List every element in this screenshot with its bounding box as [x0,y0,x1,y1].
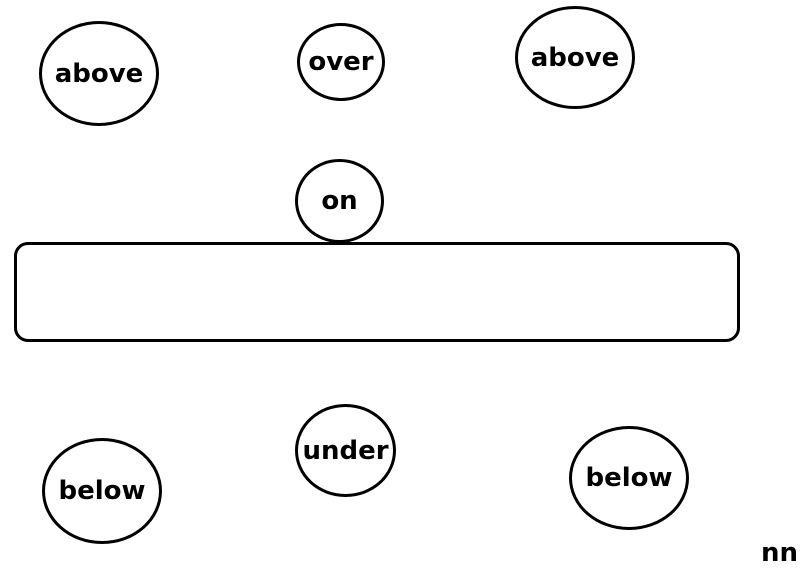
above-left-bubble: above [39,21,159,126]
above-left-label: above [54,58,144,89]
corner-label: nn [761,538,799,568]
on-label: on [321,186,358,216]
over-bubble: over [297,23,385,101]
under-bubble: under [295,404,396,497]
below-left-bubble: below [42,438,162,544]
below-right-label: below [585,463,673,493]
over-label: over [308,47,374,77]
below-left-label: below [58,476,146,506]
above-right-bubble: above [515,6,635,109]
reference-bar [14,242,740,342]
below-right-bubble: below [569,426,689,530]
on-bubble: on [295,159,384,243]
above-right-label: above [530,42,620,73]
under-label: under [302,435,389,466]
